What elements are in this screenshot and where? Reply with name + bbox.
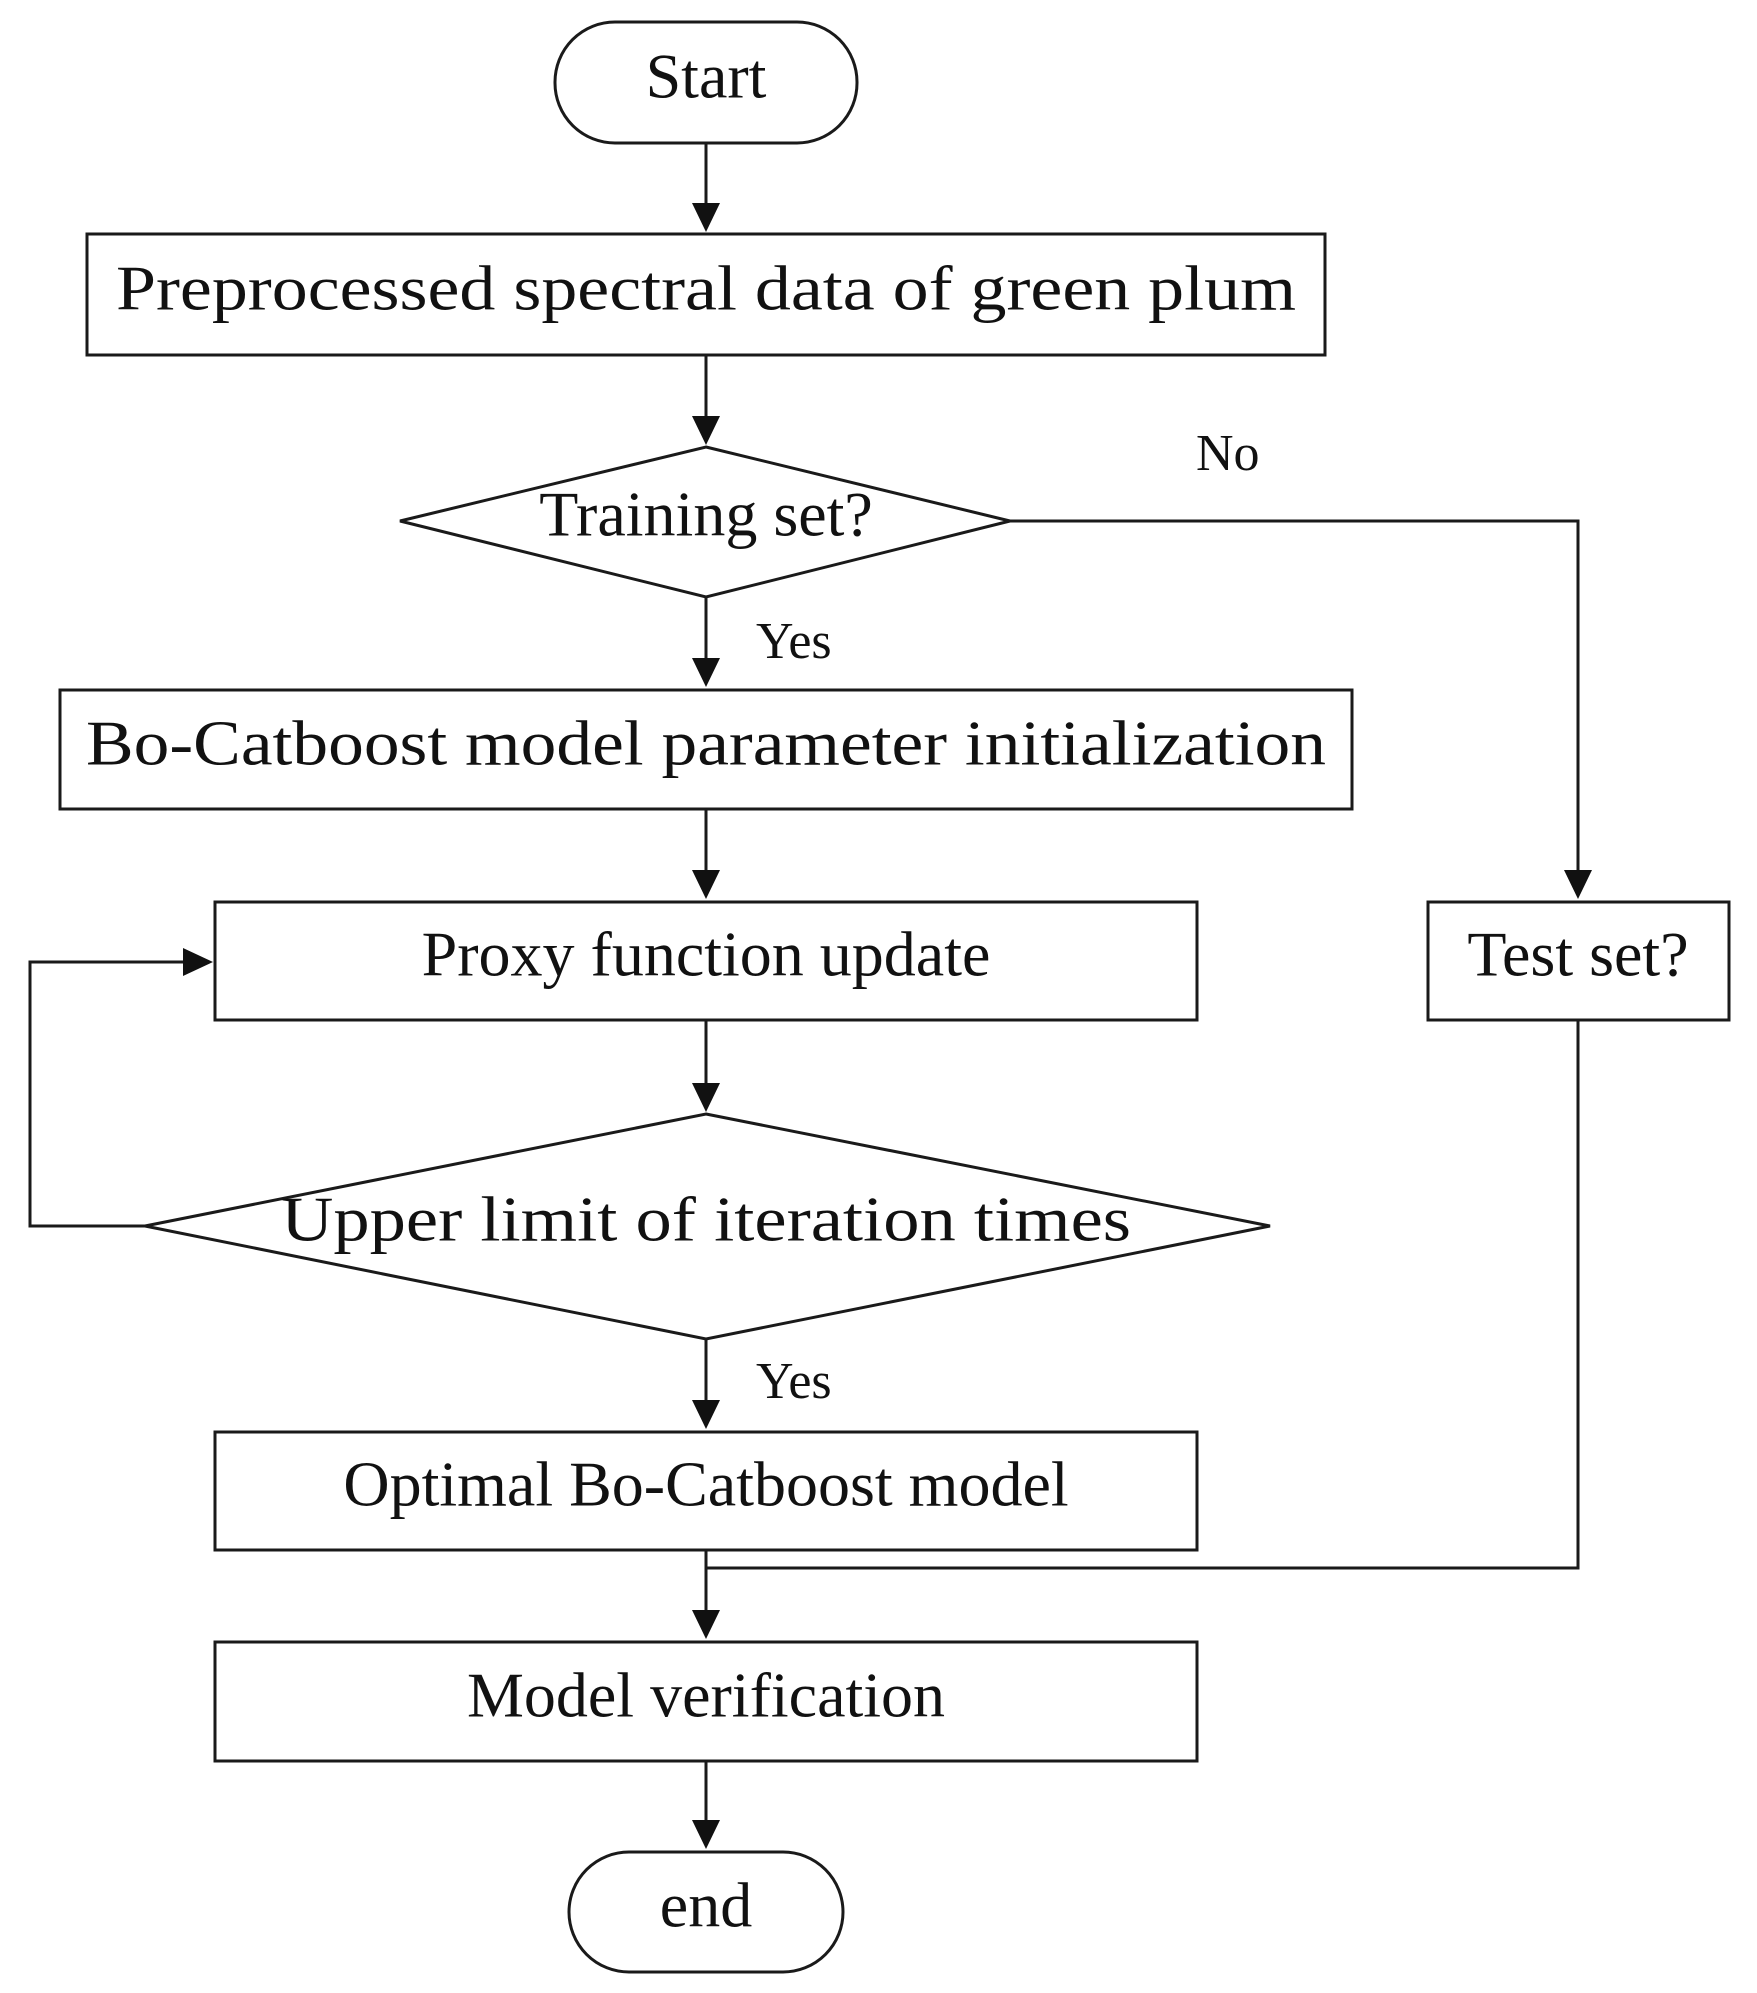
node-verification: Model verification	[213, 1640, 1199, 1763]
edge-label-no: No	[1196, 425, 1260, 482]
arrowhead-icon	[692, 1083, 720, 1112]
arrowhead-icon	[692, 1400, 720, 1429]
optimal-model-box	[213, 1430, 1199, 1552]
node-init: Bo-Catboost model parameter initializati…	[58, 688, 1354, 811]
training-decision-diamond	[399, 445, 1011, 599]
arrowhead-icon	[692, 658, 720, 687]
edge-label-yes-training: Yes	[756, 613, 832, 670]
iteration-check-label: Upper limit of iteration times	[281, 1184, 1131, 1255]
node-test-set: Test set?	[1426, 900, 1731, 1022]
verification-box	[213, 1640, 1199, 1763]
arrowhead-icon	[692, 203, 720, 232]
init-label: Bo-Catboost model parameter initializati…	[86, 708, 1326, 779]
edge-label-yes-iteration: Yes	[756, 1353, 832, 1410]
edge-training-to-testset	[1010, 519, 1580, 872]
proxy-update-box	[213, 900, 1199, 1022]
training-check-label: Training set?	[539, 479, 873, 550]
verification-label: Model verification	[467, 1660, 945, 1731]
arrowhead-icon	[692, 1610, 720, 1639]
node-training-check: Training set?	[399, 445, 1011, 599]
node-preprocess: Preprocessed spectral data of green plum	[85, 232, 1327, 357]
arrowhead-icon	[1564, 870, 1592, 899]
connectors	[28, 143, 1592, 1849]
end-label: end	[660, 1870, 752, 1941]
node-start: Start	[553, 20, 859, 145]
arrowhead-icon	[692, 870, 720, 899]
init-box	[58, 688, 1354, 811]
optimal-model-label: Optimal Bo-Catboost model	[343, 1449, 1068, 1520]
end-terminator	[567, 1850, 845, 1974]
test-set-label: Test set?	[1467, 919, 1688, 990]
node-end: end	[567, 1850, 845, 1974]
edge-iteration-loop-back	[28, 960, 185, 1228]
node-iteration-check: Upper limit of iteration times	[144, 1112, 1271, 1341]
edge-testset-to-verification	[706, 1020, 1580, 1570]
start-terminator	[553, 20, 859, 145]
start-label: Start	[646, 41, 767, 112]
test-set-box	[1426, 900, 1731, 1022]
node-optimal-model: Optimal Bo-Catboost model	[213, 1430, 1199, 1552]
node-proxy-update: Proxy function update	[213, 900, 1199, 1022]
arrowhead-icon	[183, 948, 213, 976]
arrowhead-icon	[692, 416, 720, 445]
preprocess-label: Preprocessed spectral data of green plum	[116, 253, 1296, 324]
arrowhead-icon	[692, 1820, 720, 1849]
preprocess-box	[85, 232, 1327, 357]
proxy-update-label: Proxy function update	[422, 919, 991, 990]
iteration-decision-diamond	[144, 1112, 1271, 1341]
